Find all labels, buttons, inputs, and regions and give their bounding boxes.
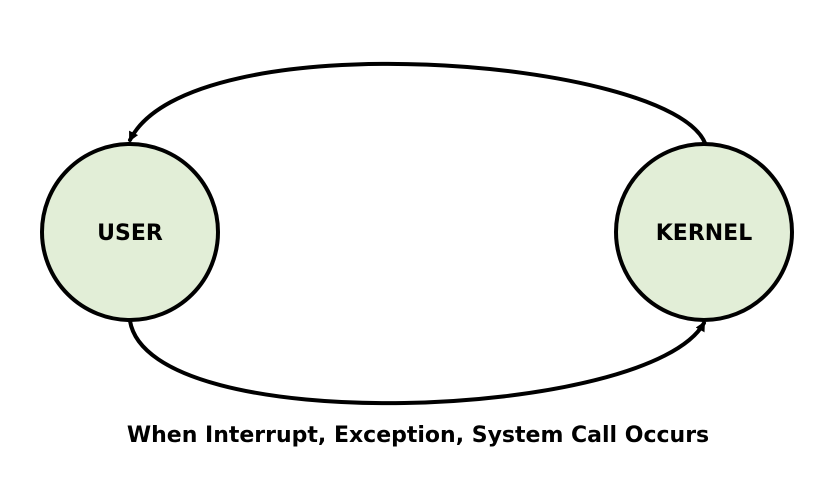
user-node-circle [40,142,220,322]
kernel-node-label: KERNEL [656,221,752,246]
user-to-kernel-arrow [128,319,706,406]
user-node-label: USER [97,221,163,246]
transition-caption: When Interrupt, Exception, System Call O… [127,423,709,448]
user-node: USER [40,142,220,322]
kernel-node: KERNEL [614,142,794,322]
kernel-node-circle [614,142,794,322]
kernel-to-user-arrow [128,61,707,145]
